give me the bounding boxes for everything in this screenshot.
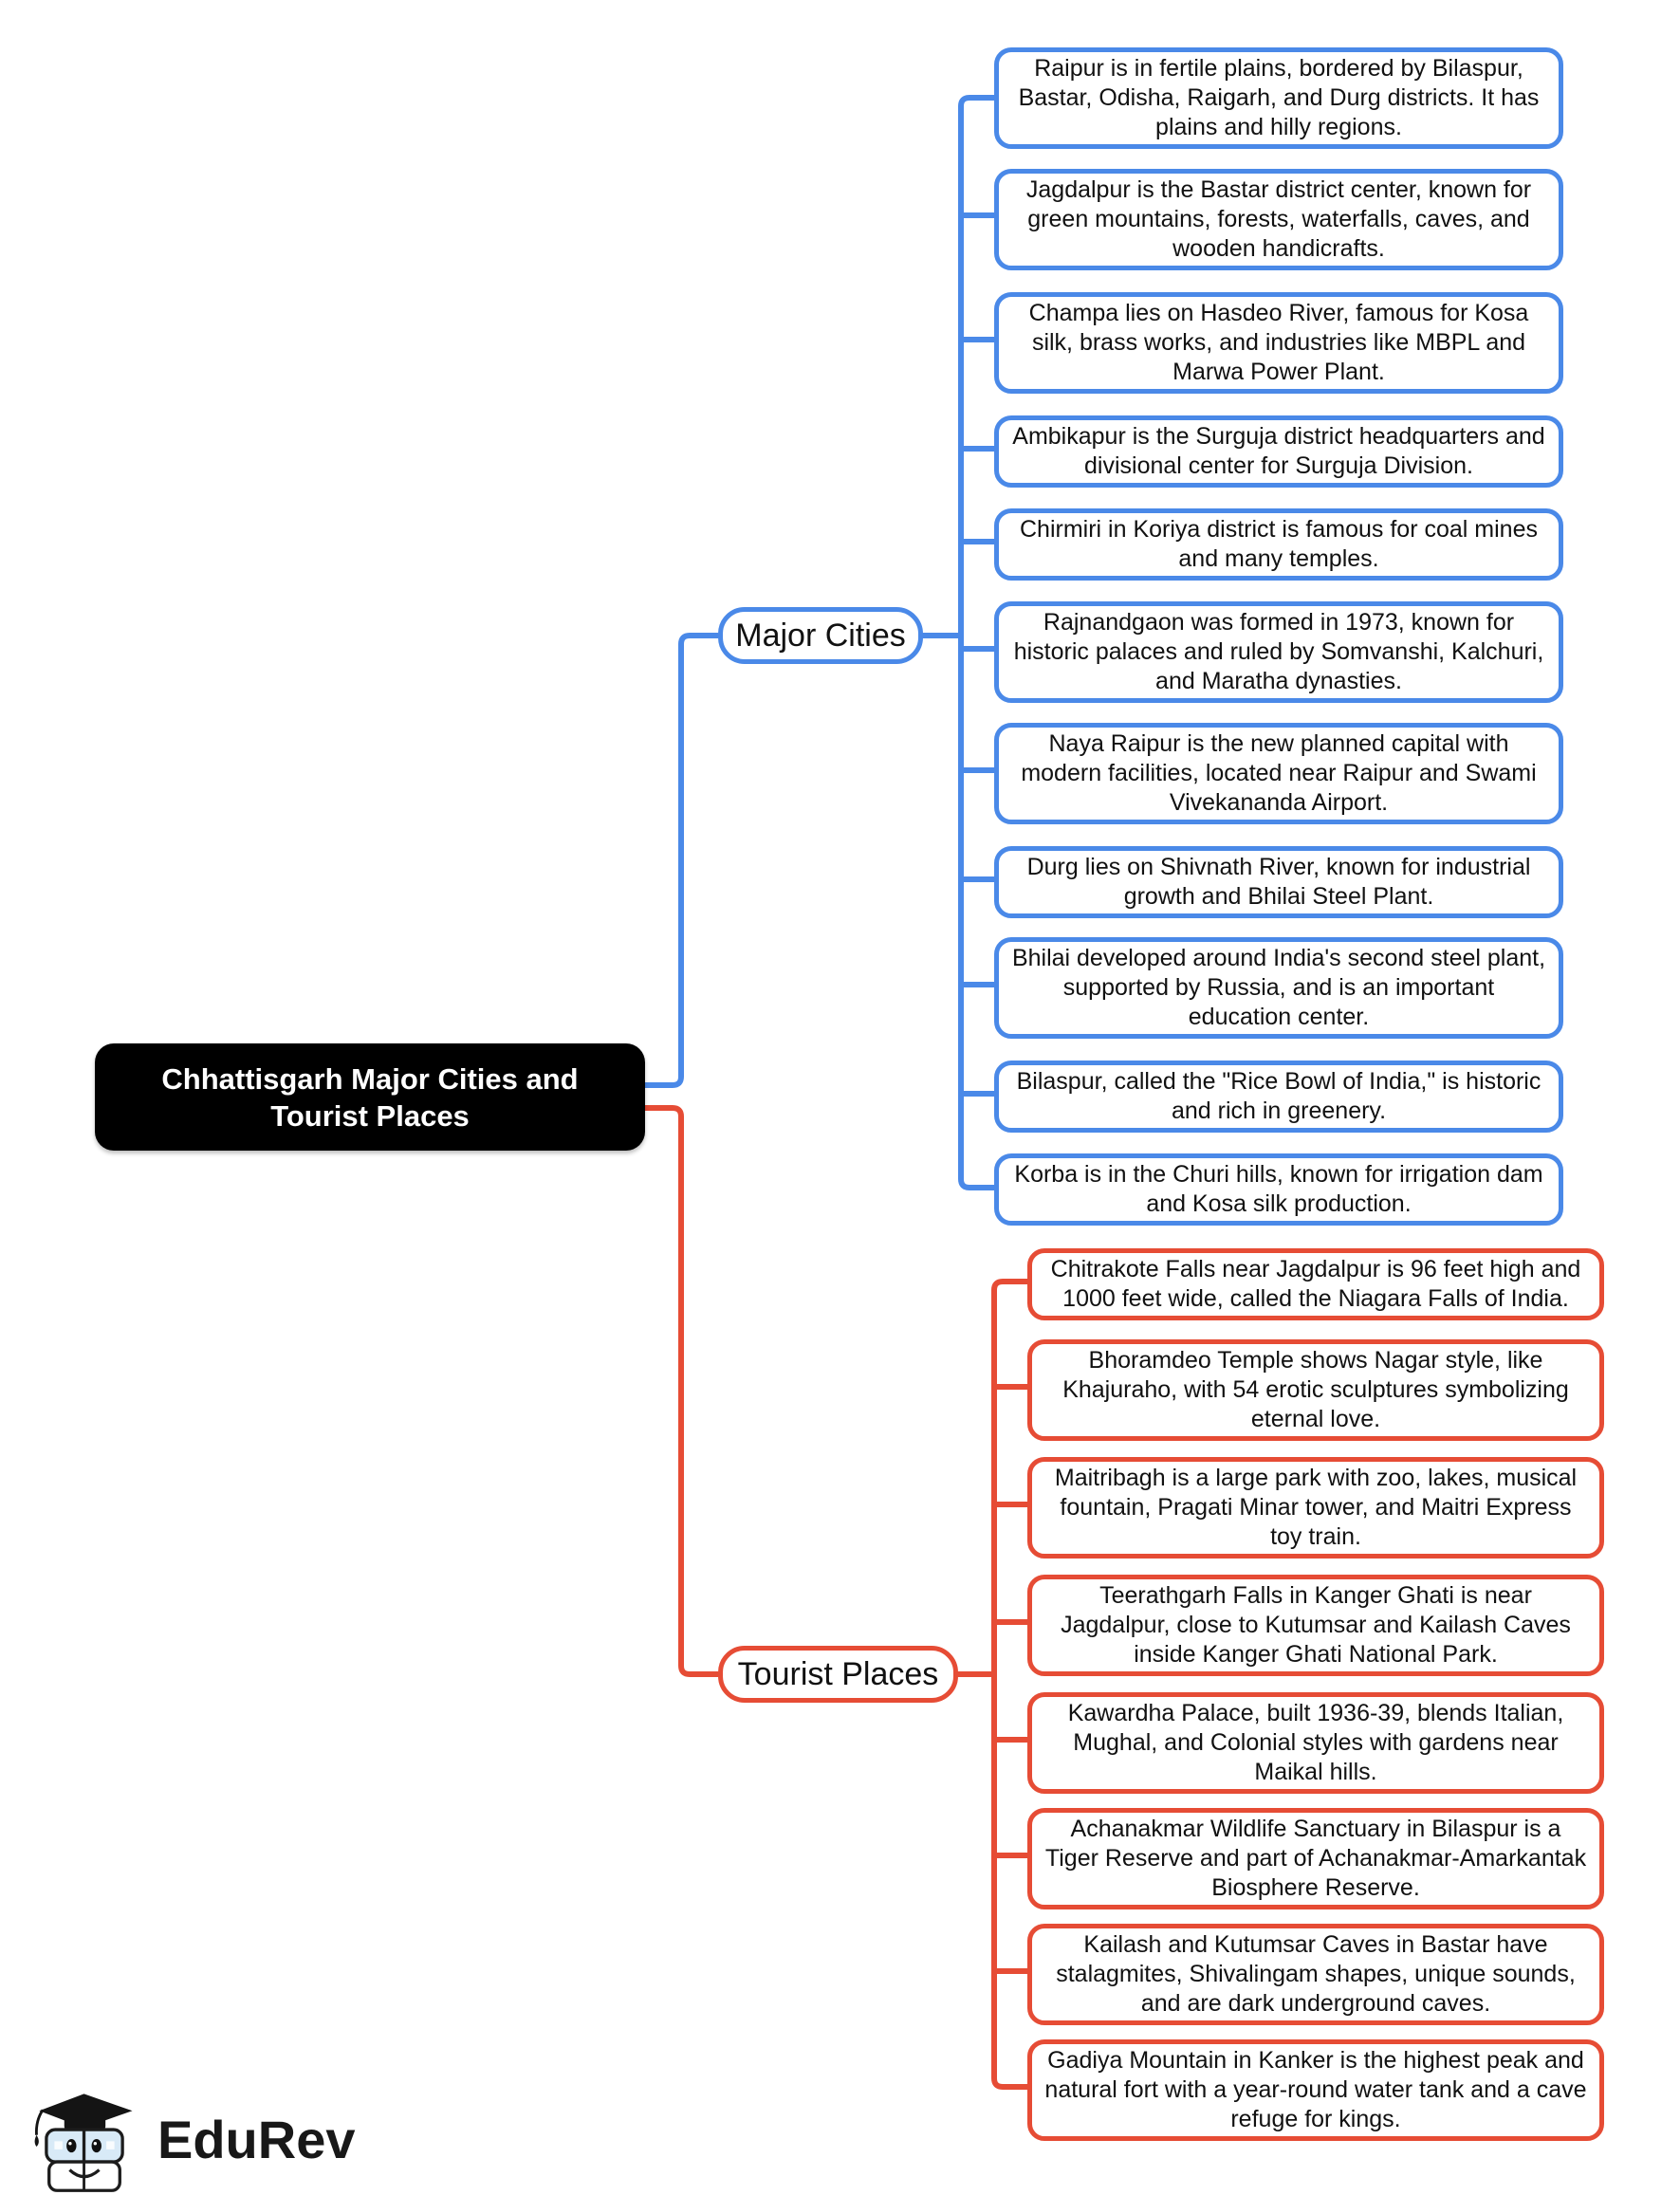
edurev-mascot-icon bbox=[34, 2094, 133, 2192]
leaf-node-champa: Champa lies on Hasdeo River, famous for … bbox=[994, 292, 1563, 394]
leaf-node-naya-raipur: Naya Raipur is the new planned capital w… bbox=[994, 723, 1563, 824]
leaf-node-rajnandgaon: Rajnandgaon was formed in 1973, known fo… bbox=[994, 601, 1563, 703]
branch-label: Major Cities bbox=[735, 617, 906, 654]
root-node-label: Chhattisgarh Major Cities and Tourist Pl… bbox=[161, 1061, 579, 1133]
leaf-node-teerathgarh-falls: Teerathgarh Falls in Kanger Ghati is nea… bbox=[1027, 1575, 1604, 1676]
leaf-node-bilaspur: Bilaspur, called the "Rice Bowl of India… bbox=[994, 1061, 1563, 1133]
leaf-node-chirmiri: Chirmiri in Koriya district is famous fo… bbox=[994, 508, 1563, 581]
leaf-node-ambikapur: Ambikapur is the Surguja district headqu… bbox=[994, 415, 1563, 488]
leaf-node-durg: Durg lies on Shivnath River, known for i… bbox=[994, 846, 1563, 918]
leaf-node-raipur: Raipur is in fertile plains, bordered by… bbox=[994, 47, 1563, 149]
major-cities-connectors bbox=[637, 95, 994, 1190]
root-node: Chhattisgarh Major Cities and Tourist Pl… bbox=[95, 1043, 645, 1151]
blue-trunk-path bbox=[637, 633, 718, 1088]
leaf-node-bhoramdeo-temple: Bhoramdeo Temple shows Nagar style, like… bbox=[1027, 1339, 1604, 1441]
branch-node-tourist-places: Tourist Places bbox=[718, 1646, 958, 1703]
leaf-node-maitribagh: Maitribagh is a large park with zoo, lak… bbox=[1027, 1457, 1604, 1559]
leaf-node-jagdalpur: Jagdalpur is the Bastar district center,… bbox=[994, 169, 1563, 270]
tourist-places-connectors bbox=[637, 1105, 1027, 2090]
leaf-node-gadiya-mountain: Gadiya Mountain in Kanker is the highest… bbox=[1027, 2039, 1604, 2141]
edurev-logo: EduRev bbox=[28, 2083, 356, 2195]
branch-label: Tourist Places bbox=[737, 1655, 939, 1692]
leaf-node-chitrakote-falls: Chitrakote Falls near Jagdalpur is 96 fe… bbox=[1027, 1248, 1604, 1320]
leaf-node-korba: Korba is in the Churi hills, known for i… bbox=[994, 1153, 1563, 1226]
leaf-node-achanakmar: Achanakmar Wildlife Sanctuary in Bilaspu… bbox=[1027, 1808, 1604, 1909]
leaf-node-kailash-kutumsar: Kailash and Kutumsar Caves in Bastar hav… bbox=[1027, 1924, 1604, 2025]
red-trunk-path bbox=[637, 1105, 718, 1677]
red-spine-path bbox=[991, 1279, 1027, 2090]
edurev-wordmark: EduRev bbox=[157, 2109, 356, 2169]
blue-spine-path bbox=[958, 95, 994, 1190]
leaf-node-bhilai: Bhilai developed around India's second s… bbox=[994, 937, 1563, 1039]
branch-node-major-cities: Major Cities bbox=[718, 607, 923, 664]
leaf-node-kawardha-palace: Kawardha Palace, built 1936-39, blends I… bbox=[1027, 1692, 1604, 1794]
